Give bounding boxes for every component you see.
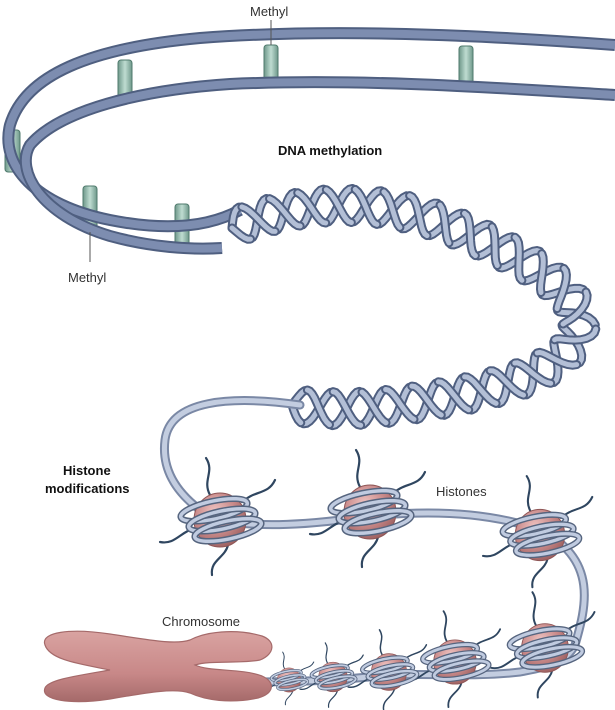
- nucleosome: [308, 448, 427, 569]
- helix-strand-front-highlight: [462, 210, 478, 259]
- dna-wrap-highlight: [318, 675, 357, 690]
- dna-wrap-highlight: [508, 627, 572, 651]
- helix-strand-front-highlight: [560, 289, 590, 327]
- helix-strand-front-highlight: [267, 196, 303, 229]
- dna-wrap-highlight: [361, 656, 409, 675]
- nucleosome: [481, 475, 594, 589]
- helix-strand-front-highlight: [534, 349, 580, 368]
- dna-wrap-highlight: [178, 496, 250, 524]
- helix-strand-front-highlight: [359, 389, 389, 426]
- dna-wrap-highlight: [427, 651, 486, 673]
- histone-tail: [284, 690, 294, 706]
- dna-methylation-label: DNA methylation: [278, 143, 383, 158]
- methyl-label-top: Methyl: [250, 4, 289, 19]
- histone-tail: [360, 535, 380, 569]
- dna-wrap-highlight: [500, 513, 568, 538]
- histone-tail: [531, 591, 537, 627]
- nucleosome: [158, 456, 277, 577]
- chromosome-label: Chromosome: [162, 614, 241, 629]
- dna-wrap-highlight: [328, 488, 400, 516]
- dna-wrap-highlight: [370, 669, 419, 688]
- helix-strand-front-highlight: [352, 186, 380, 227]
- dna-double-helix: [227, 184, 601, 431]
- nucleosome: [347, 629, 428, 710]
- dna-wrap-highlight: [192, 516, 264, 544]
- dna-wrap-highlight: [421, 643, 479, 665]
- helix-strand-front-highlight: [462, 374, 499, 406]
- histone-tail: [442, 610, 448, 643]
- histone-tail: [327, 690, 339, 708]
- histone-tail: [447, 681, 463, 709]
- dna-wrap-highlight: [514, 532, 581, 557]
- dna-wrap-highlight: [432, 659, 491, 681]
- dna-wrap-highlight: [336, 498, 408, 526]
- helix-strand-front-highlight: [489, 224, 500, 268]
- dna-wrap-highlight: [274, 674, 306, 686]
- nucleosome: [404, 610, 502, 709]
- histone-modifications-label-line2: modifications: [45, 481, 130, 496]
- nucleosomes: [158, 448, 596, 710]
- dna-wrap-highlight: [276, 678, 309, 691]
- helix-strand-front-highlight: [409, 383, 444, 418]
- helix-strand-front-highlight: [289, 402, 304, 426]
- helix-strand-front-highlight: [487, 368, 526, 398]
- dna-wrap-highlight: [186, 506, 258, 534]
- helix-strand-front-highlight: [330, 389, 364, 428]
- dna-wrap-highlight: [310, 664, 349, 679]
- histone-tail: [282, 651, 285, 670]
- dna-wrap-highlight: [342, 508, 414, 536]
- histone-tail: [378, 629, 383, 656]
- histones-label: Histones: [436, 484, 487, 499]
- histone-tail: [525, 475, 532, 513]
- helix-strand-back-highlight: [229, 204, 242, 231]
- histone-modifications-label-line1: Histone: [63, 463, 111, 478]
- helix-strand-front-highlight: [229, 225, 253, 242]
- dna-wrap-highlight: [270, 669, 303, 682]
- nucleosome: [261, 651, 315, 706]
- nucleosome: [299, 642, 364, 708]
- histone-tail: [536, 669, 554, 699]
- dna-ladder: [2, 20, 615, 262]
- helix-strand-front-highlight: [552, 326, 599, 343]
- helix-strand-front-highlight: [381, 189, 403, 230]
- helix-strand-front-highlight: [435, 379, 472, 413]
- histone-tail: [210, 543, 230, 577]
- histone-tail: [204, 456, 212, 497]
- chromosome-shape: [43, 630, 273, 703]
- dna-wrap-highlight: [366, 663, 415, 681]
- dna-wrap-highlight: [314, 669, 354, 685]
- helix-strand-front-highlight: [537, 251, 546, 295]
- helix-strand-front-highlight: [512, 234, 525, 283]
- histone-tail: [324, 642, 329, 664]
- helix-strand-front-highlight: [407, 193, 430, 239]
- helix-strand-front-highlight: [554, 265, 569, 312]
- histone-tail: [382, 688, 396, 710]
- methyl-label-left: Methyl: [68, 270, 107, 285]
- dna-wrap-highlight: [515, 636, 579, 660]
- histone-tail: [531, 557, 549, 589]
- helix-strand-front-highlight: [239, 204, 278, 234]
- helix-strand-front-highlight: [512, 360, 554, 386]
- helix-strand-front-highlight: [437, 202, 452, 246]
- helix-strand-front-highlight: [295, 190, 329, 226]
- histone-tail: [354, 448, 362, 489]
- dna-wrap-highlight: [508, 522, 576, 548]
- helix-strand-front-highlight: [383, 387, 417, 422]
- dna-wrap-highlight: [520, 645, 584, 669]
- helix-strand-front-highlight: [304, 387, 332, 428]
- helix-strand-front-highlight: [323, 187, 354, 225]
- nucleosome: [490, 591, 596, 699]
